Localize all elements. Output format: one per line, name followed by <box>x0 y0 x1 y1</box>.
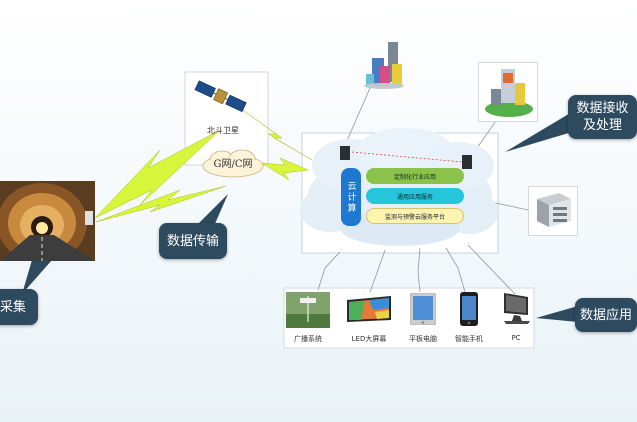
cloud-computing-label: 云计算 <box>345 180 356 214</box>
callout-collection-text: 采集 <box>0 299 26 315</box>
server-rack-icon <box>528 186 578 236</box>
device-label-tablet: 平板电脑 <box>409 335 437 343</box>
lightning-bolt-satellite-cloud <box>239 107 313 161</box>
tunnel-image <box>0 181 95 261</box>
device-label-broadcast: 广播系统 <box>294 335 322 343</box>
network-cloud: G网/C网 <box>200 148 266 178</box>
callout-receive-text: 数据接收 及处理 <box>576 101 629 133</box>
pc-icon <box>500 291 532 325</box>
smartphone-icon <box>460 292 478 326</box>
callout-collection: 采集 <box>0 289 38 325</box>
cloud-layer-label: 定制化行业应用 <box>393 173 436 181</box>
cloud-layer-general-services: 通用应用服务 <box>366 188 464 204</box>
callout-application-text: 数据应用 <box>579 307 632 323</box>
callout-receive: 数据接收 及处理 <box>568 95 637 139</box>
cloud-shape <box>300 128 498 246</box>
city-buildings-icon <box>362 40 407 90</box>
led-screen-icon <box>345 294 393 324</box>
callout-transmission: 数据传输 <box>159 223 227 259</box>
satellite-label: 北斗卫星 <box>207 126 239 135</box>
tablet-icon <box>409 292 437 326</box>
cloud-layer-custom-apps: 定制化行业应用 <box>366 168 464 184</box>
cloud-layer-label: 监测与预警云服务平台 <box>384 213 445 221</box>
device-label-led: LED大屏幕 <box>351 335 387 343</box>
speaker-icon <box>286 292 330 328</box>
cloud-layer-monitoring-platform: 监测与预警云服务平台 <box>366 208 464 224</box>
device-label-pc: PC <box>511 334 521 342</box>
lightning-bolt-network-cloud <box>261 157 309 181</box>
server-icon <box>340 146 350 160</box>
lightning-bolt-to-network <box>95 185 227 223</box>
server-icon <box>462 155 472 169</box>
callout-transmission-text: 数据传输 <box>166 233 219 249</box>
network-label: G网/C网 <box>213 159 253 170</box>
satellite-icon <box>192 76 252 121</box>
cloud-layer-label: 通用应用服务 <box>396 193 433 201</box>
campus-buildings-icon <box>478 62 538 122</box>
callout-application: 数据应用 <box>575 298 637 332</box>
device-label-phone: 智能手机 <box>455 335 483 343</box>
cloud-computing-bar: 云计算 <box>341 168 361 226</box>
lightning-bolt-to-satellite <box>94 129 221 219</box>
